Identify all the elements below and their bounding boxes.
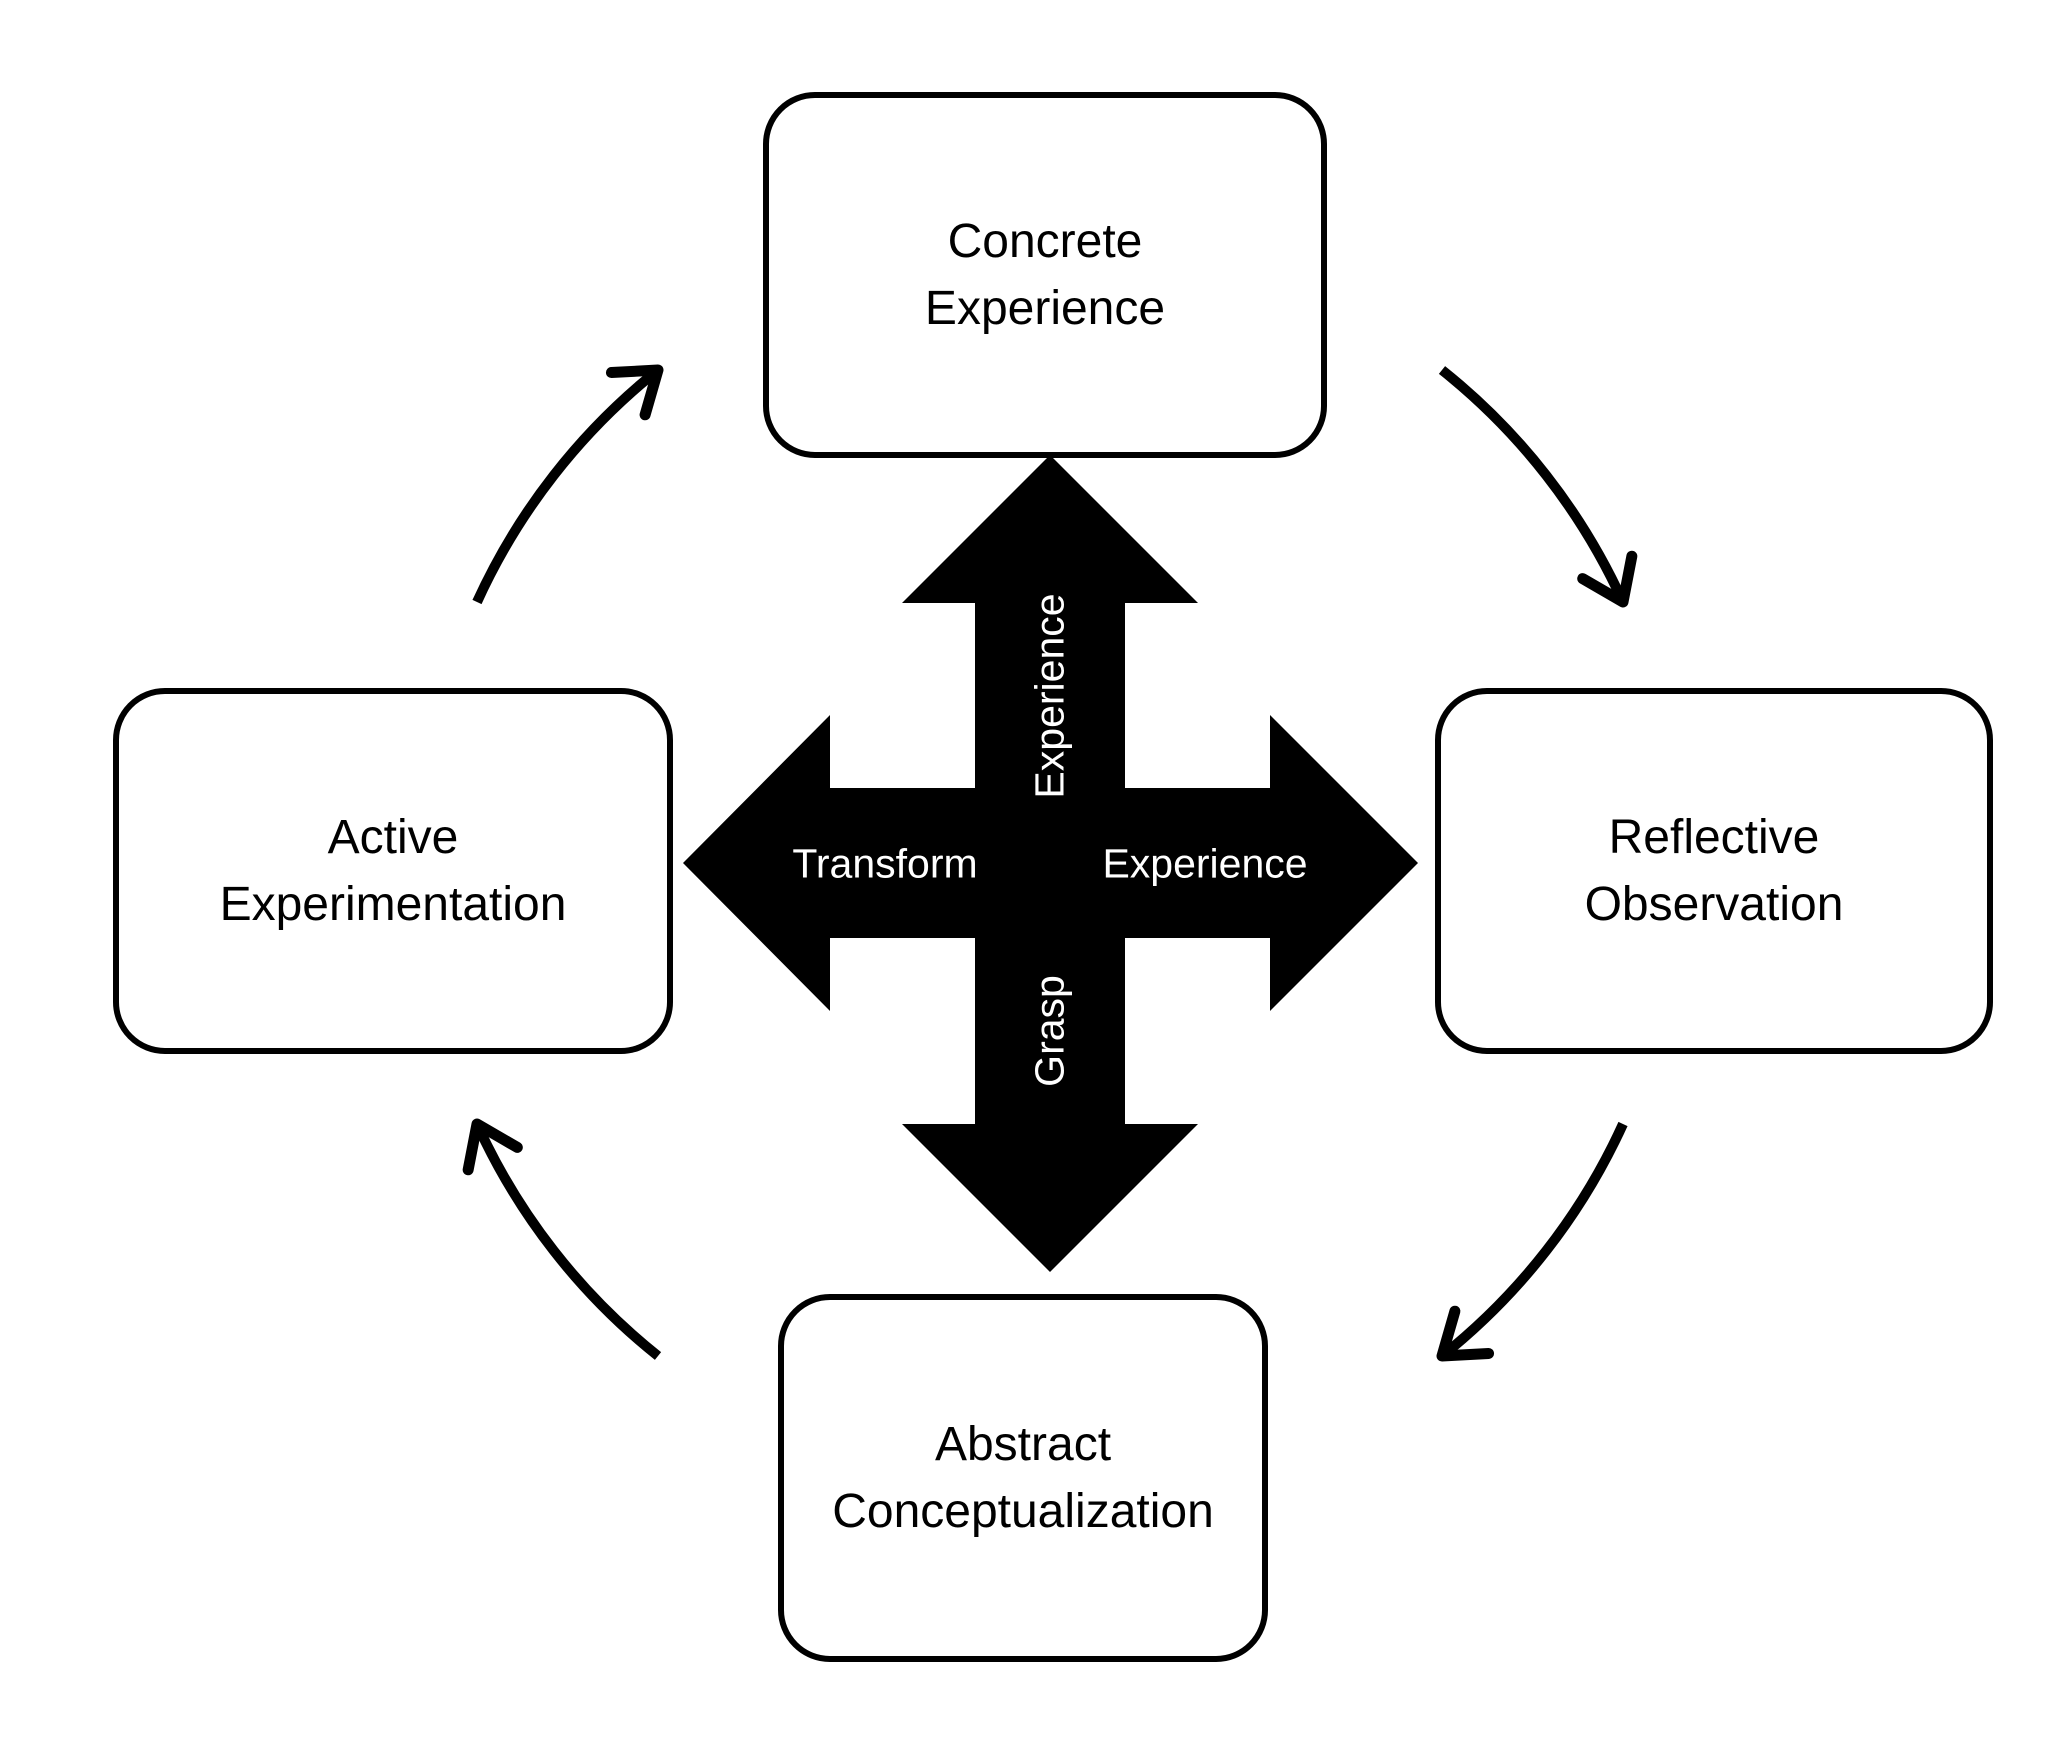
center-arrow-label-experience-right: Experience xyxy=(1102,840,1308,887)
center-arrow-label-transform: Transform xyxy=(792,840,978,887)
box-label-line: Concrete xyxy=(947,214,1143,268)
box-label-line: Reflective xyxy=(1608,810,1820,864)
four-way-arrow xyxy=(683,455,1418,1272)
box-label-line: Conceptualization xyxy=(832,1485,1214,1538)
cycle-arrow-active-experimentation-to-concrete-experience xyxy=(472,364,664,605)
box-label-line: Active xyxy=(327,810,459,864)
box-abstract-conceptualization: Abstract Conceptualization xyxy=(778,1294,1268,1662)
box-label-line: Experience xyxy=(924,282,1166,335)
cycle-arrow-abstract-conceptualization-to-active-experimentation xyxy=(462,1118,662,1360)
box-label-line: Experimentation xyxy=(219,878,567,931)
box-concrete-experience: Concrete Experience xyxy=(763,92,1327,458)
box-reflective-observation: Reflective Observation xyxy=(1435,688,1993,1054)
cycle-arrow-reflective-observation-to-abstract-conceptualization xyxy=(1436,1121,1628,1362)
box-active-experimentation: Active Experimentation xyxy=(113,688,673,1054)
center-arrow-label-grasp: Grasp xyxy=(1026,975,1073,1087)
box-label-line: Observation xyxy=(1584,878,1844,931)
cycle-arrow-concrete-experience-to-reflective-observation xyxy=(1438,366,1638,608)
center-arrow-label-experience-up: Experience xyxy=(1026,593,1073,799)
box-label-line: Abstract xyxy=(934,1417,1112,1471)
